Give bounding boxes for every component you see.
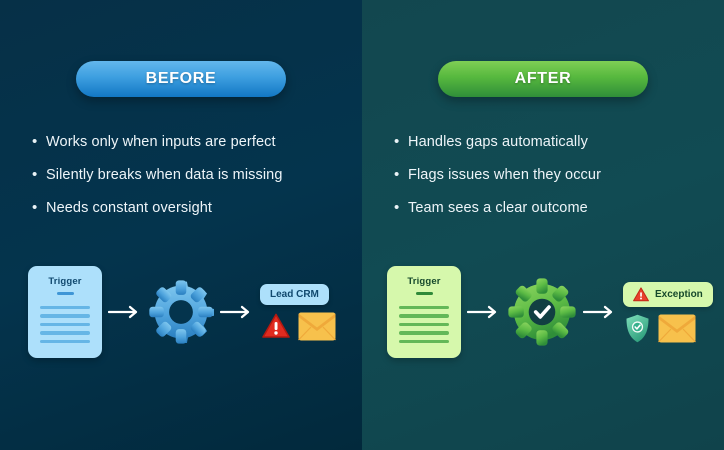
- after-gear-check-icon: [507, 277, 577, 347]
- before-trigger-card: Trigger: [28, 266, 102, 358]
- bullet-text: Works only when inputs are perfect: [46, 134, 276, 150]
- bullet-marker-icon: •: [394, 199, 400, 216]
- before-output-icons: [260, 312, 336, 341]
- before-output-badge-label: Lead CRM: [270, 288, 319, 300]
- list-item: • Flags issues when they occur: [394, 166, 708, 184]
- after-heading-label: AFTER: [514, 70, 572, 87]
- document-line: [40, 306, 90, 310]
- title-underline: [56, 292, 74, 295]
- after-trigger-card: Trigger: [387, 266, 461, 358]
- list-item: • Silently breaks when data is missing: [32, 166, 346, 184]
- after-arrow-1-icon: [461, 305, 507, 319]
- before-flow-diagram: Trigger: [0, 262, 362, 362]
- bullet-text: Needs constant oversight: [46, 200, 213, 216]
- document-line: [399, 314, 449, 318]
- bullet-text: Handles gaps automatically: [408, 134, 588, 150]
- document-line: [399, 322, 449, 327]
- list-item: • Handles gaps automatically: [394, 133, 708, 151]
- before-heading-label: BEFORE: [145, 70, 217, 87]
- bullet-marker-icon: •: [32, 166, 38, 183]
- warning-triangle-icon: [262, 313, 290, 339]
- envelope-icon: [298, 312, 336, 341]
- list-item: • Team sees a clear outcome: [394, 199, 708, 217]
- after-heading-pill[interactable]: AFTER: [438, 61, 648, 97]
- document-line: [40, 331, 90, 335]
- document-line: [399, 339, 449, 343]
- panel-before: BEFORE • Works only when inputs are perf…: [0, 0, 362, 450]
- bullet-text: Team sees a clear outcome: [408, 200, 588, 216]
- before-gear-icon: [148, 279, 214, 345]
- after-output-badge[interactable]: Exception: [623, 281, 713, 307]
- before-arrow-2-icon: [214, 305, 260, 319]
- bullet-text: Silently breaks when data is missing: [46, 167, 283, 183]
- after-trigger-title: Trigger: [407, 276, 441, 287]
- document-line: [40, 322, 90, 327]
- title-underline: [415, 292, 433, 295]
- document-lines: [40, 306, 90, 348]
- list-item: • Works only when inputs are perfect: [32, 133, 346, 151]
- after-arrow-2-icon: [577, 305, 623, 319]
- document-line: [40, 314, 90, 318]
- document-lines: [399, 306, 449, 348]
- envelope-icon: [658, 314, 696, 343]
- document-line: [40, 339, 90, 343]
- after-output-group: Exception: [623, 281, 713, 343]
- bullet-text: Flags issues when they occur: [408, 167, 601, 183]
- bullet-marker-icon: •: [32, 133, 38, 150]
- panel-after: AFTER • Handles gaps automatically • Fla…: [362, 0, 724, 450]
- after-output-icons: [623, 314, 696, 343]
- before-trigger-title: Trigger: [48, 276, 82, 287]
- before-bullet-list: • Works only when inputs are perfect • S…: [32, 133, 346, 232]
- warning-triangle-icon: [633, 286, 649, 302]
- after-bullet-list: • Handles gaps automatically • Flags iss…: [394, 133, 708, 232]
- document-line: [399, 306, 449, 310]
- after-output-badge-label: Exception: [655, 288, 703, 300]
- bullet-marker-icon: •: [32, 199, 38, 216]
- before-heading-pill[interactable]: BEFORE: [76, 61, 286, 97]
- shield-check-icon: [625, 314, 650, 343]
- after-flow-diagram: Trigger: [362, 262, 724, 362]
- list-item: • Needs constant oversight: [32, 199, 346, 217]
- before-output-badge[interactable]: Lead CRM: [260, 283, 329, 305]
- before-output-group: Lead CRM: [260, 283, 336, 341]
- before-arrow-1-icon: [102, 305, 148, 319]
- bullet-marker-icon: •: [394, 133, 400, 150]
- document-line: [399, 331, 449, 335]
- bullet-marker-icon: •: [394, 166, 400, 183]
